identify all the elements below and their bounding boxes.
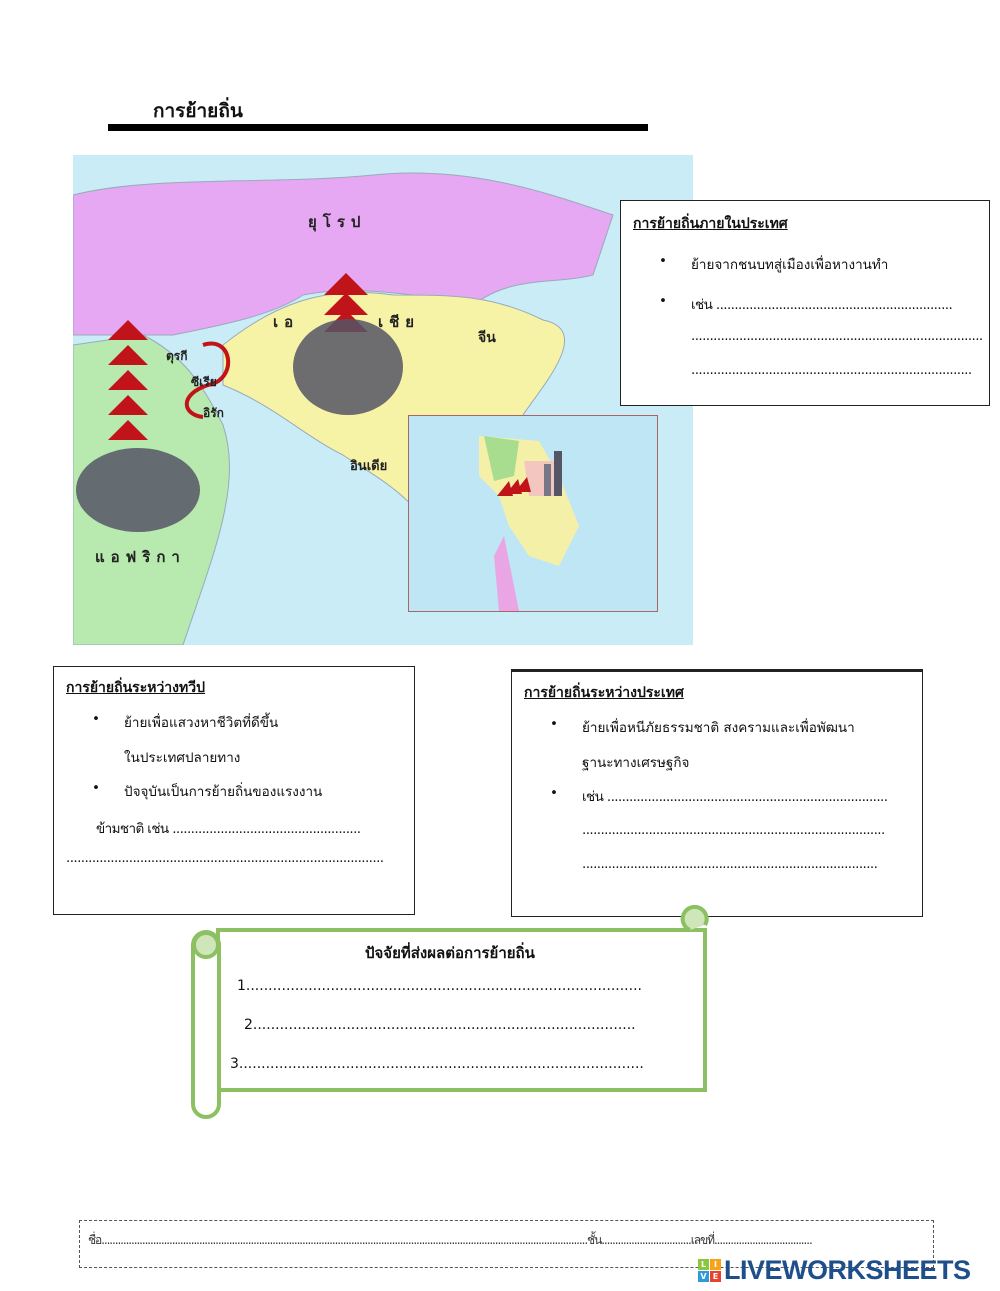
domestic-bullet-1: ย้ายจากชนบทสู่เมืองเพื่อหางานทำ [659,253,888,275]
label-iraq: อิรัก [203,406,224,420]
factors-scroll: ปัจจัยที่ส่งผลต่อการย้ายถิ่น 1..........… [190,905,720,1120]
label-china: จีน [478,330,496,346]
factor-item-3[interactable]: 3.......................................… [230,1056,644,1072]
international-bullet-1-cont: ฐานะทางเศรษฐกิจ [582,755,690,771]
domestic-answer-line-3[interactable]: ........................................… [691,362,972,378]
domestic-heading: การย้ายถิ่นภายในประเทศ [633,216,788,232]
intercontinental-bullet-1-cont: ในประเทศปลายทาง [124,750,241,766]
europe-region [73,172,614,336]
label-india: อินเดีย [350,459,388,474]
factor-item-1[interactable]: 1.......................................… [237,978,642,994]
factor-item-2[interactable]: 2.......................................… [244,1017,636,1033]
label-asia-2: เชีย [378,313,421,331]
name-field[interactable]: ชื่อ....................................… [88,1233,588,1247]
scroll-shape [191,905,709,1119]
label-africa: แอฟริกา [95,548,186,566]
intercontinental-bullet-2-cont[interactable]: ข้ามชาติ เช่น ..........................… [96,821,361,837]
intercontinental-bullet-2: ปัจจุบันเป็นการย้ายถิ่นของแรงงาน [92,780,322,802]
domestic-answer-line-2[interactable]: ........................................… [691,328,983,344]
label-europe: ยุโรป [308,213,367,231]
curved-arrow-turkey-iraq [184,341,231,419]
domestic-migration-box: การย้ายถิ่นภายในประเทศ ย้ายจากชนบทสู่เมื… [620,200,990,406]
page-title: การย้ายถิ่น [153,100,243,122]
intercontinental-migration-box: การย้ายถิ่นระหว่างทวีป ย้ายเพื่อแสวงหาชี… [53,666,415,915]
class-field[interactable]: ชั้น................................. [587,1233,692,1247]
student-info-box: ชื่อ....................................… [79,1220,934,1268]
title-underline [108,124,648,131]
migration-map: ยุโรป เอ เชีย จีน ตุรกี ซีเรีย อิรัก อิน… [73,155,693,645]
number-field[interactable]: เลขที่..................................… [690,1233,813,1247]
label-asia-1: เอ [273,313,300,331]
up-arrows-africa [108,320,148,440]
intercontinental-answer-line[interactable]: ........................................… [66,850,384,866]
international-bullet-1: ย้ายเพื่อหนีภัยธรรมชาติ สงครามและเพื่อพั… [550,716,855,738]
crowd-africa [76,448,200,532]
thailand-inset-map [408,415,658,612]
factors-heading: ปัจจัยที่ส่งผลต่อการย้ายถิ่น [365,944,535,962]
international-bullet-2[interactable]: เช่น ...................................… [550,785,888,807]
intercontinental-bullet-1: ย้ายเพื่อแสวงหาชีวิตที่ดีขึ้น [92,711,278,733]
international-migration-box: การย้ายถิ่นระหว่างประเทศ ย้ายเพื่อหนีภัย… [511,669,923,917]
logo-text: LIVEWORKSHEETS [724,1255,971,1285]
international-answer-line-3[interactable]: ........................................… [582,856,878,872]
international-answer-line-2[interactable]: ........................................… [582,822,885,838]
map-shapes [73,172,614,645]
label-syria: ซีเรีย [191,375,217,389]
domestic-bullet-2[interactable]: เช่น ...................................… [659,293,953,315]
crowd-asia [293,319,403,415]
intercontinental-heading: การย้ายถิ่นระหว่างทวีป [66,680,205,696]
international-heading: การย้ายถิ่นระหว่างประเทศ [524,685,684,701]
label-turkey: ตุรกี [166,349,188,363]
